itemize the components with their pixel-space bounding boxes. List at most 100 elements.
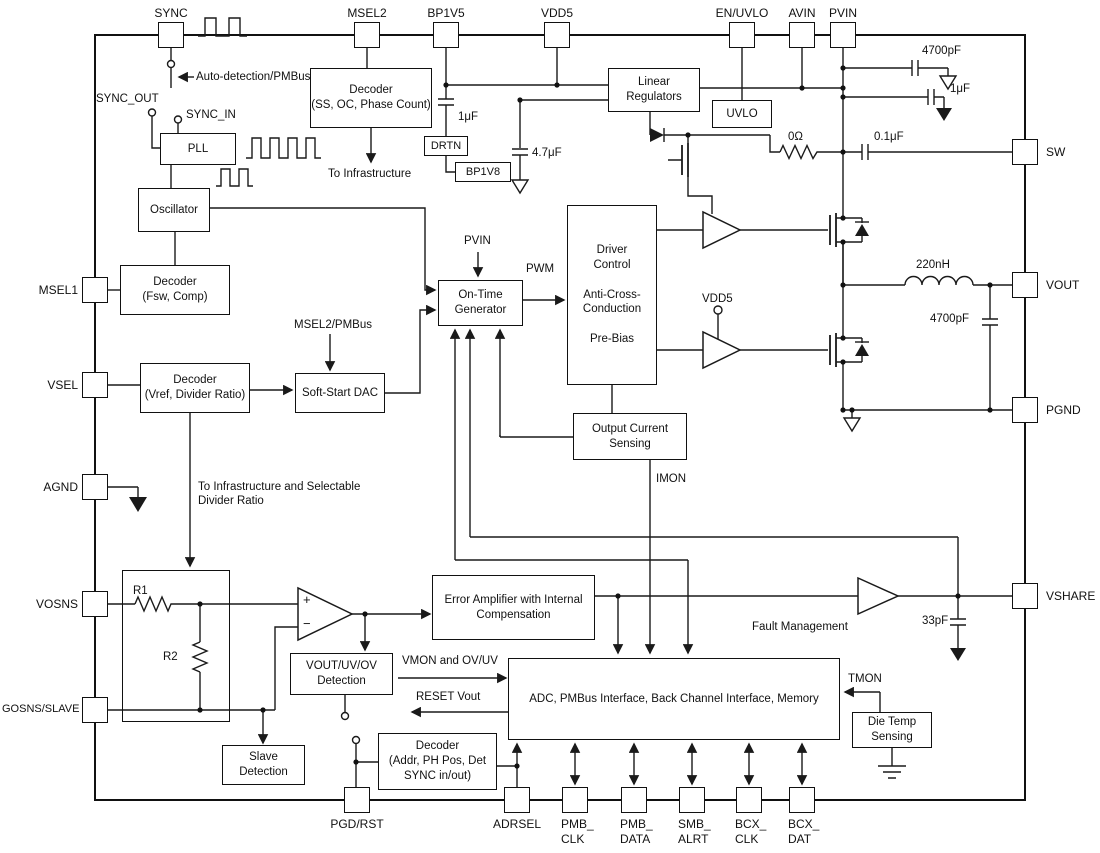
label-to-infra-divider: To Infrastructure and Selectable Divider… bbox=[198, 481, 361, 508]
label-auto-detection: Auto-detection/PMBus bbox=[196, 71, 311, 83]
label-imon: IMON bbox=[656, 473, 687, 485]
block-die-temp-sensing: Die Temp Sensing bbox=[852, 712, 932, 748]
vdd5-supply-node bbox=[713, 305, 723, 315]
pin-vosns bbox=[82, 591, 108, 617]
pin-pgnd bbox=[1012, 397, 1038, 423]
label-res-0ohm: 0Ω bbox=[788, 131, 803, 143]
label-cap-4700pf-top: 4700pF bbox=[922, 45, 962, 57]
label-reset-vout: RESET Vout bbox=[416, 691, 481, 703]
label-sync-out: SYNC_OUT bbox=[96, 93, 159, 105]
error-opamp bbox=[297, 586, 354, 642]
pin-label-agnd: AGND bbox=[43, 480, 78, 494]
block-slave-detection: Slave Detection bbox=[222, 745, 305, 785]
block-decoder-addr: Decoder (Addr, PH Pos, Det SYNC in/out) bbox=[378, 733, 497, 790]
sync-switch-contact bbox=[166, 59, 176, 69]
label-vmon-ovuv: VMON and OV/UV bbox=[402, 655, 498, 667]
pin-label-bcx-clk: BCX_ CLK bbox=[735, 817, 767, 846]
pin-agnd bbox=[82, 474, 108, 500]
lowside-body-diode bbox=[855, 341, 869, 356]
pin-label-pmb-clk: PMB_ CLK bbox=[561, 817, 594, 846]
block-decoder-vref: Decoder (Vref, Divider Ratio) bbox=[140, 363, 250, 413]
pin-label-msel2: MSEL2 bbox=[347, 6, 387, 20]
pin-bp1v5 bbox=[433, 22, 459, 48]
label-cap-1uf-bp: 1μF bbox=[458, 111, 479, 123]
pin-sw bbox=[1012, 139, 1038, 165]
label-tmon: TMON bbox=[848, 673, 882, 685]
pulse-waveform-osc bbox=[216, 168, 253, 187]
block-output-current-sensing: Output Current Sensing bbox=[573, 413, 687, 460]
pin-label-en-uvlo: EN/UVLO bbox=[715, 6, 769, 20]
pulse-waveform-sync bbox=[198, 17, 247, 37]
block-linear-regulators: Linear Regulators bbox=[608, 68, 700, 112]
sync-out-contact bbox=[147, 108, 157, 117]
highside-driver-buffer bbox=[702, 210, 742, 250]
pgd-switch-contact-2 bbox=[351, 735, 361, 745]
pin-adrsel bbox=[504, 787, 530, 813]
pin-label-vsel: VSEL bbox=[47, 378, 78, 392]
label-to-infrastructure: To Infrastructure bbox=[328, 168, 412, 180]
symbols bbox=[129, 59, 966, 745]
pin-label-pgnd: PGND bbox=[1046, 403, 1081, 417]
pulse-waveform-pll bbox=[246, 137, 321, 159]
highside-body-diode bbox=[855, 221, 869, 236]
pin-gosns-slave bbox=[82, 697, 108, 723]
ground-filled-33pf bbox=[950, 648, 966, 661]
pin-sync bbox=[158, 22, 184, 48]
pin-pvin bbox=[830, 22, 856, 48]
pin-label-bp1v5: BP1V5 bbox=[427, 6, 465, 20]
pin-smb-alrt bbox=[679, 787, 705, 813]
pin-msel2 bbox=[354, 22, 380, 48]
block-soft-start-dac: Soft-Start DAC bbox=[295, 373, 385, 413]
sync-in-contact bbox=[173, 115, 183, 124]
pin-label-pgd-rst: PGD/RST bbox=[330, 817, 384, 831]
label-msel2-pmbus: MSEL2/PMBus bbox=[294, 319, 372, 331]
pin-vsel bbox=[82, 372, 108, 398]
block-decoder-fsw: Decoder (Fsw, Comp) bbox=[120, 265, 230, 315]
block-adc-pmbus: ADC, PMBus Interface, Back Channel Inter… bbox=[508, 658, 840, 740]
pin-label-bcx-dat: BCX_ DAT bbox=[788, 817, 820, 846]
pgd-switch-contact-1 bbox=[340, 711, 350, 721]
pin-label-adrsel: ADRSEL bbox=[492, 817, 542, 831]
pin-msel1 bbox=[82, 277, 108, 303]
bootstrap-diode bbox=[650, 128, 665, 142]
pin-label-pmb-data: PMB_ DATA bbox=[620, 817, 653, 846]
pin-bcx-clk bbox=[736, 787, 762, 813]
pin-label-vdd5: VDD5 bbox=[540, 6, 573, 20]
pin-label-pvin: PVIN bbox=[828, 6, 857, 20]
ground-open-47uf bbox=[510, 179, 530, 195]
block-error-amplifier: Error Amplifier with Internal Compensati… bbox=[432, 575, 595, 640]
ground-filled-agnd bbox=[129, 497, 147, 512]
block-decoder-ss: Decoder (SS, OC, Phase Count) bbox=[310, 68, 432, 128]
pin-label-avin: AVIN bbox=[788, 6, 816, 20]
pin-label-smb-alrt: SMB_ ALRT bbox=[678, 817, 711, 846]
block-oscillator: Oscillator bbox=[138, 188, 210, 232]
block-vout-uv-ov-detection: VOUT/UV/OV Detection bbox=[290, 653, 393, 695]
label-cap-0p1uf: 0.1μF bbox=[874, 131, 904, 143]
pin-avin bbox=[789, 22, 815, 48]
block-pll: PLL bbox=[160, 133, 236, 165]
pin-label-gosns-slave: GOSNS/SLAVE bbox=[2, 703, 80, 715]
ground-open-pgnd bbox=[842, 417, 862, 433]
ground-open-4700pf bbox=[938, 75, 958, 91]
label-cap-4p7uf: 4.7μF bbox=[532, 147, 562, 159]
label-pwm: PWM bbox=[526, 263, 555, 275]
pin-label-vosns: VOSNS bbox=[35, 597, 78, 611]
pin-pgd-rst bbox=[344, 787, 370, 813]
label-cap-1uf-top: 1μF bbox=[950, 83, 971, 95]
label-r1: R1 bbox=[133, 585, 148, 597]
junction-dots bbox=[197, 65, 993, 769]
ground-filled-1uf bbox=[936, 108, 952, 121]
pin-vdd5 bbox=[544, 22, 570, 48]
block-driver-control: Driver Control Anti-Cross- Conduction Pr… bbox=[567, 205, 657, 385]
label-ind-220nh: 220nH bbox=[916, 259, 950, 271]
pin-label-vout: VOUT bbox=[1046, 278, 1080, 292]
earth-ground-symbol bbox=[878, 748, 906, 779]
label-cap-4700pf-out: 4700pF bbox=[930, 313, 970, 325]
block-uvlo: UVLO bbox=[712, 100, 772, 128]
pin-vout bbox=[1012, 272, 1038, 298]
label-fault-management: Fault Management bbox=[752, 621, 848, 633]
label-pvin-internal: PVIN bbox=[464, 235, 491, 247]
pin-bcx-dat bbox=[789, 787, 815, 813]
label-vdd5-internal: VDD5 bbox=[702, 293, 733, 305]
pin-label-vshare: VSHARE bbox=[1046, 589, 1096, 603]
